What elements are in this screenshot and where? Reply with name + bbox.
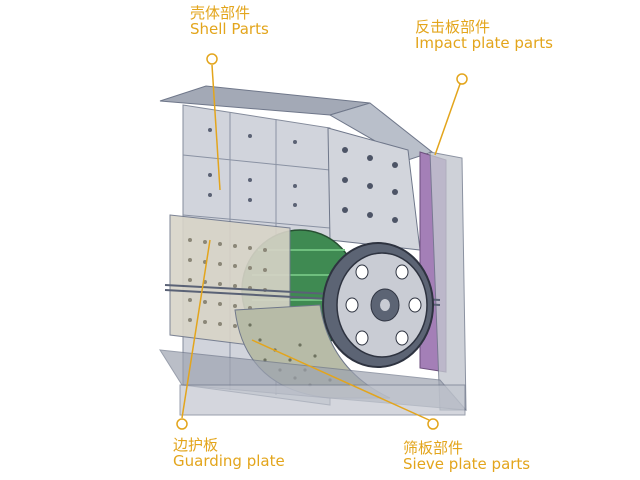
guarding-perforations [188, 238, 267, 332]
flywheel [322, 242, 434, 368]
shell-callout-line [211, 64, 221, 191]
sieve-plate-label: 筛板部件 Sieve plate parts [403, 439, 531, 473]
impact-plate-zh: 反击板部件 [415, 18, 491, 36]
impact-plate-label: 反击板部件 Impact plate parts [415, 18, 553, 52]
impact-plate-en: Impact plate parts [415, 33, 553, 52]
impact-plate-studs [342, 147, 398, 223]
callouts [176, 53, 468, 430]
shell-seams [182, 112, 331, 395]
shell-parts-en: Shell Parts [190, 19, 269, 38]
right-frame [429, 151, 467, 411]
guarding-plate-zh: 边护板 [173, 436, 219, 454]
rotor-ribs [252, 249, 350, 326]
crusher-housing [159, 85, 468, 416]
sieve-callout-line [251, 339, 430, 421]
base-rail [179, 384, 466, 416]
shell-callout-marker [206, 53, 218, 65]
sieve-plate-en: Sieve plate parts [403, 454, 531, 473]
sieve-plate-zh: 筛板部件 [403, 439, 464, 457]
shell-bolts [208, 128, 297, 207]
guarding-plate-en: Guarding plate [173, 451, 285, 470]
shell-parts-label: 壳体部件 Shell Parts [190, 4, 269, 38]
shell-parts-zh: 壳体部件 [190, 4, 251, 22]
guarding-plate-label: 边护板 Guarding plate [173, 436, 285, 470]
sieve-callout-marker [427, 418, 439, 430]
guard-callout-line [181, 239, 211, 419]
impact-callout-line [434, 83, 461, 156]
guard-callout-marker [176, 418, 188, 430]
impact-callout-marker [456, 73, 468, 85]
